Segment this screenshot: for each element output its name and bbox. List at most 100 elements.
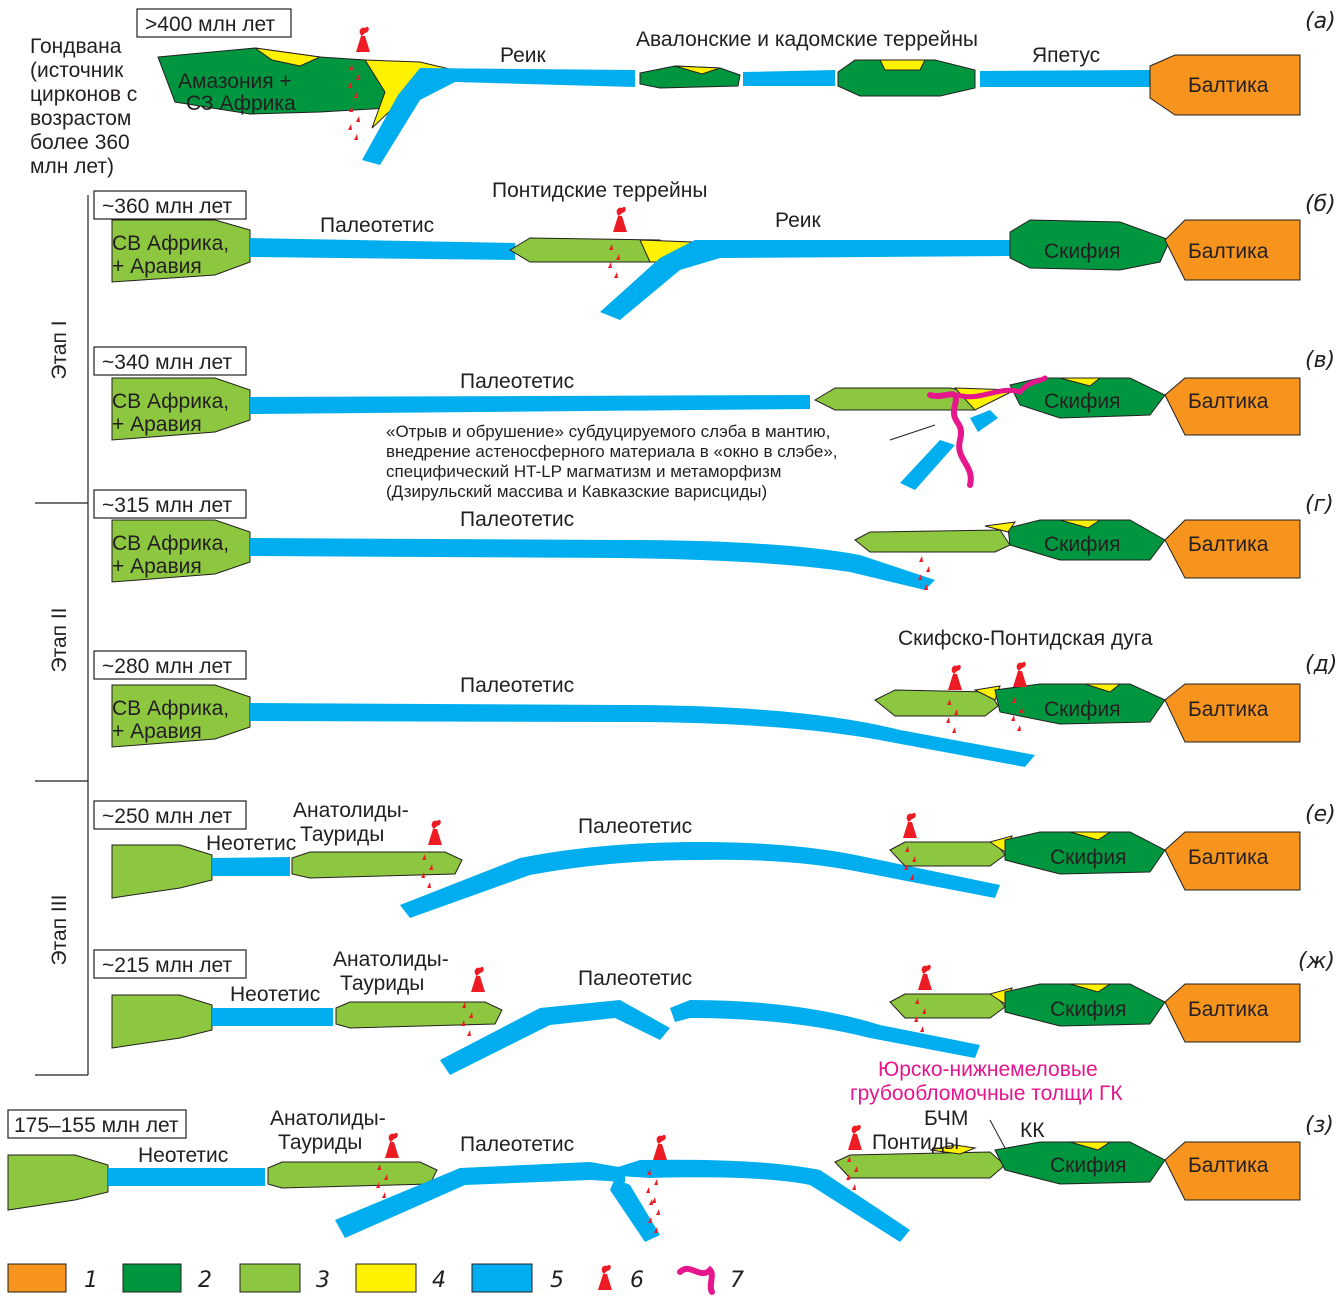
baltica-label: Балтика <box>1188 846 1269 869</box>
gondwana-label: Гондвана <box>30 35 122 58</box>
neotethys-label: Неотетис <box>138 1144 228 1167</box>
pontides-label: Понтиды <box>872 1131 959 1154</box>
blue-swatch <box>471 1263 533 1293</box>
anatolides-label: Анатолиды- <box>293 799 409 822</box>
slab-breakoff-note-4: (Дзирульский массива и Кавказские варисц… <box>386 482 767 501</box>
legend-number: 5 <box>550 1268 564 1293</box>
africa-label-2: + Аравия <box>112 720 202 743</box>
stage-2-label: Этап II <box>48 607 71 672</box>
gondwana-label-6: млн лет) <box>30 155 114 178</box>
paleotethys-label: Палеотетис <box>460 674 574 697</box>
scythian-pontide-arc-label: Скифско-Понтидская дуга <box>898 627 1153 650</box>
age-label: ~280 млн лет <box>102 655 232 678</box>
magma-squiggle-icon <box>677 1265 715 1295</box>
legend: 1 2 3 4 5 6 7 <box>7 1263 744 1295</box>
legend-number: 6 <box>630 1268 644 1293</box>
dark-green-swatch <box>122 1263 182 1293</box>
africa-label-2: + Аравия <box>112 555 202 578</box>
amazonia-label-2: СЗ Африка <box>186 92 296 115</box>
bchm-label: БЧМ <box>924 1107 968 1130</box>
age-label: ~215 млн лет <box>102 954 232 977</box>
africa-label: СВ Африка, <box>112 390 229 413</box>
legend-number: 4 <box>432 1268 446 1293</box>
africa-label: СВ Африка, <box>112 697 229 720</box>
panel-letter: (д) <box>1305 652 1337 677</box>
legend-number: 3 <box>316 1268 330 1293</box>
orange-swatch <box>7 1263 67 1293</box>
panel-letter: (ж) <box>1298 949 1335 974</box>
paleotethys-label: Палеотетис <box>460 1133 574 1156</box>
baltica-block <box>1149 54 1301 116</box>
age-label: 175–155 млн лет <box>14 1114 179 1137</box>
baltica-label: Балтика <box>1188 998 1269 1021</box>
panel-letter: (б) <box>1305 192 1336 217</box>
baltica-label: Балтика <box>1188 698 1269 721</box>
neotethys-label: Неотетис <box>206 832 296 855</box>
panel-e: ~250 млн лет (е) Неотетис Анатолиды- Тау… <box>93 799 1336 918</box>
panel-zh: ~215 млн лет (ж) Неотетис Анатолиды- Тау… <box>93 948 1335 1075</box>
age-label: >400 млн лет <box>145 13 275 36</box>
scythia-label: Скифия <box>1050 998 1126 1021</box>
age-box <box>136 8 292 38</box>
jurassic-deposits-label: Юрско-нижнемеловые <box>878 1058 1098 1081</box>
paleotethys-label: Палеотетис <box>578 815 692 838</box>
panel-letter: (г) <box>1305 492 1334 517</box>
scythia-label: Скифия <box>1044 698 1120 721</box>
baltica-label: Балтика <box>1188 240 1269 263</box>
anatolides-label-2: Тауриды <box>340 972 424 995</box>
legend-number: 1 <box>84 1268 98 1293</box>
gondwana-label-5: более 360 <box>30 131 130 154</box>
age-label: ~250 млн лет <box>102 805 232 828</box>
baltica-label: Балтика <box>1188 74 1269 97</box>
yellow-swatch <box>355 1263 417 1293</box>
paleotethys-label: Палеотетис <box>320 214 434 237</box>
scythia-label: Скифия <box>1044 390 1120 413</box>
slab-breakoff-note: «Отрыв и обрушение» субдуцируемого слэба… <box>386 422 830 441</box>
volcano-icon <box>598 1264 612 1290</box>
rheic-label: Реик <box>775 209 821 232</box>
africa-label: СВ Африка, <box>112 232 229 255</box>
baltica-label: Балтика <box>1188 390 1269 413</box>
panel-letter: (в) <box>1305 348 1335 373</box>
slab-breakoff-note-2: внедрение астеносферного материала в «ок… <box>386 442 838 461</box>
iapetus-ocean <box>980 70 1150 87</box>
panel-a: >400 млн лет (а) Гондвана (источник цирк… <box>30 8 1336 178</box>
panel-letter: (а) <box>1305 9 1336 34</box>
panel-letter: (з) <box>1305 1113 1334 1138</box>
gondwana-label-3: цирконов с <box>30 83 137 106</box>
anatolides-label-2: Тауриды <box>278 1131 362 1154</box>
neotethys-label: Неотетис <box>230 983 320 1006</box>
scythia-label: Скифия <box>1044 240 1120 263</box>
iapetus-label: Япетус <box>1032 44 1100 67</box>
baltica-label: Балтика <box>1188 1154 1269 1177</box>
amazonia-label: Амазония + <box>178 70 292 93</box>
age-label: ~340 млн лет <box>102 351 232 374</box>
slab-breakoff-note-3: специфический HT-LP магматизм и метаморф… <box>386 462 781 481</box>
anatolides-label: Анатолиды- <box>270 1107 386 1130</box>
stage-3-label: Этап III <box>48 895 71 966</box>
scythia-label: Скифия <box>1050 846 1126 869</box>
light-green-swatch <box>239 1263 301 1293</box>
rheic-label: Реик <box>500 44 546 67</box>
gondwana-label-4: возрастом <box>30 107 131 130</box>
panel-d: ~280 млн лет (д) СВ Африка, + Аравия Пал… <box>93 627 1337 767</box>
panel-v: ~340 млн лет (в) СВ Африка, + Аравия Пал… <box>93 346 1335 501</box>
volcano-icon <box>356 26 370 52</box>
panel-b: ~360 млн лет (б) СВ Африка, + Аравия Пал… <box>93 179 1336 320</box>
paleotethys-ocean <box>400 842 1000 918</box>
anatolides-label: Анатолиды- <box>333 948 449 971</box>
kk-label: КК <box>1020 1119 1045 1142</box>
rheic-ocean <box>600 240 1010 320</box>
baltica-label: Балтика <box>1188 533 1269 556</box>
rheic-ocean <box>362 68 635 165</box>
gondwana-label-2: (источник <box>30 59 124 82</box>
legend-number: 7 <box>730 1268 744 1293</box>
paleotethys-label: Палеотетис <box>460 370 574 393</box>
paleotethys-label: Палеотетис <box>460 508 574 531</box>
africa-label: СВ Африка, <box>112 532 229 555</box>
jurassic-deposits-label-2: грубообломочные толщи ГК <box>850 1082 1123 1105</box>
avalon-label: Авалонские и кадомские террейны <box>636 28 978 51</box>
panel-letter: (е) <box>1305 802 1336 827</box>
volcano-icon <box>613 206 627 232</box>
